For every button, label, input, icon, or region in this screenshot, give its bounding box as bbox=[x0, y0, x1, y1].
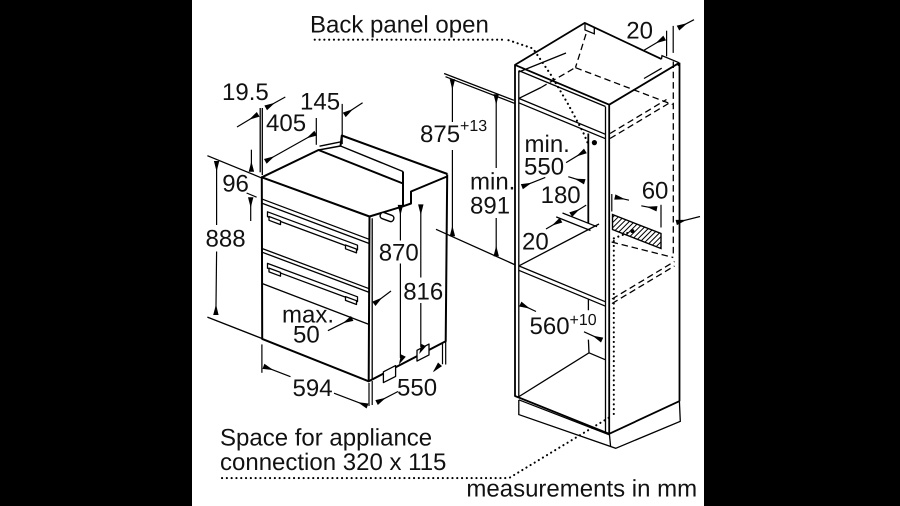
svg-text:891: 891 bbox=[470, 193, 510, 220]
svg-text:145: 145 bbox=[300, 89, 340, 116]
svg-text:50: 50 bbox=[293, 322, 320, 349]
svg-text:550: 550 bbox=[524, 154, 564, 181]
svg-text:180: 180 bbox=[541, 182, 581, 209]
svg-text:405: 405 bbox=[266, 110, 306, 137]
svg-text:888: 888 bbox=[206, 225, 246, 252]
svg-text:19.5: 19.5 bbox=[222, 79, 269, 106]
svg-text:Space for appliance: Space for appliance bbox=[220, 425, 432, 452]
svg-text:594: 594 bbox=[293, 375, 333, 402]
svg-text:Back panel open: Back panel open bbox=[310, 12, 489, 39]
svg-text:816: 816 bbox=[403, 279, 443, 306]
svg-text:870: 870 bbox=[379, 240, 419, 267]
svg-text:connection 320 x 115: connection 320 x 115 bbox=[220, 449, 446, 476]
svg-text:measurements in mm: measurements in mm bbox=[466, 476, 697, 503]
svg-text:min.: min. bbox=[525, 131, 570, 158]
svg-text:550: 550 bbox=[397, 375, 437, 402]
svg-text:max.: max. bbox=[282, 301, 334, 328]
svg-text:min.: min. bbox=[470, 169, 515, 196]
svg-text:20: 20 bbox=[626, 18, 653, 45]
svg-text:96: 96 bbox=[222, 170, 249, 197]
svg-text:20: 20 bbox=[522, 229, 549, 256]
svg-text:60: 60 bbox=[642, 178, 669, 205]
